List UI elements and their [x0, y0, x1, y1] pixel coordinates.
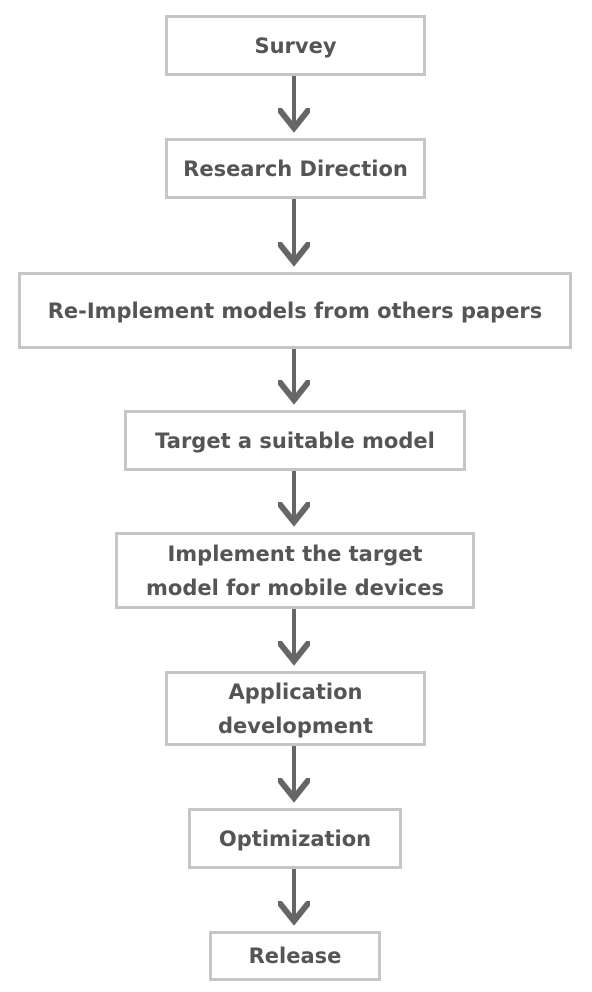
step-implement-for-mobile: Implement the target model for mobile de…: [115, 532, 475, 609]
step-label: Target a suitable model: [155, 428, 435, 453]
step-reimplement-models: Re-Implement models from others papers: [18, 272, 572, 349]
step-label: Release: [248, 944, 342, 968]
step-application-development: Application development: [165, 671, 426, 746]
step-label: Optimization: [218, 826, 372, 851]
step-label: Implement the target model for mobile de…: [146, 541, 444, 600]
step-release: Release: [209, 931, 381, 981]
step-label: Survey: [254, 33, 337, 58]
step-research-direction: Research Direction: [165, 138, 426, 199]
step-label: Application development: [218, 679, 373, 738]
step-survey: Survey: [165, 15, 426, 76]
step-label: Research Direction: [183, 156, 408, 181]
step-target-suitable-model: Target a suitable model: [124, 410, 466, 471]
step-optimization: Optimization: [188, 808, 402, 869]
step-label: Re-Implement models from others papers: [47, 298, 543, 323]
